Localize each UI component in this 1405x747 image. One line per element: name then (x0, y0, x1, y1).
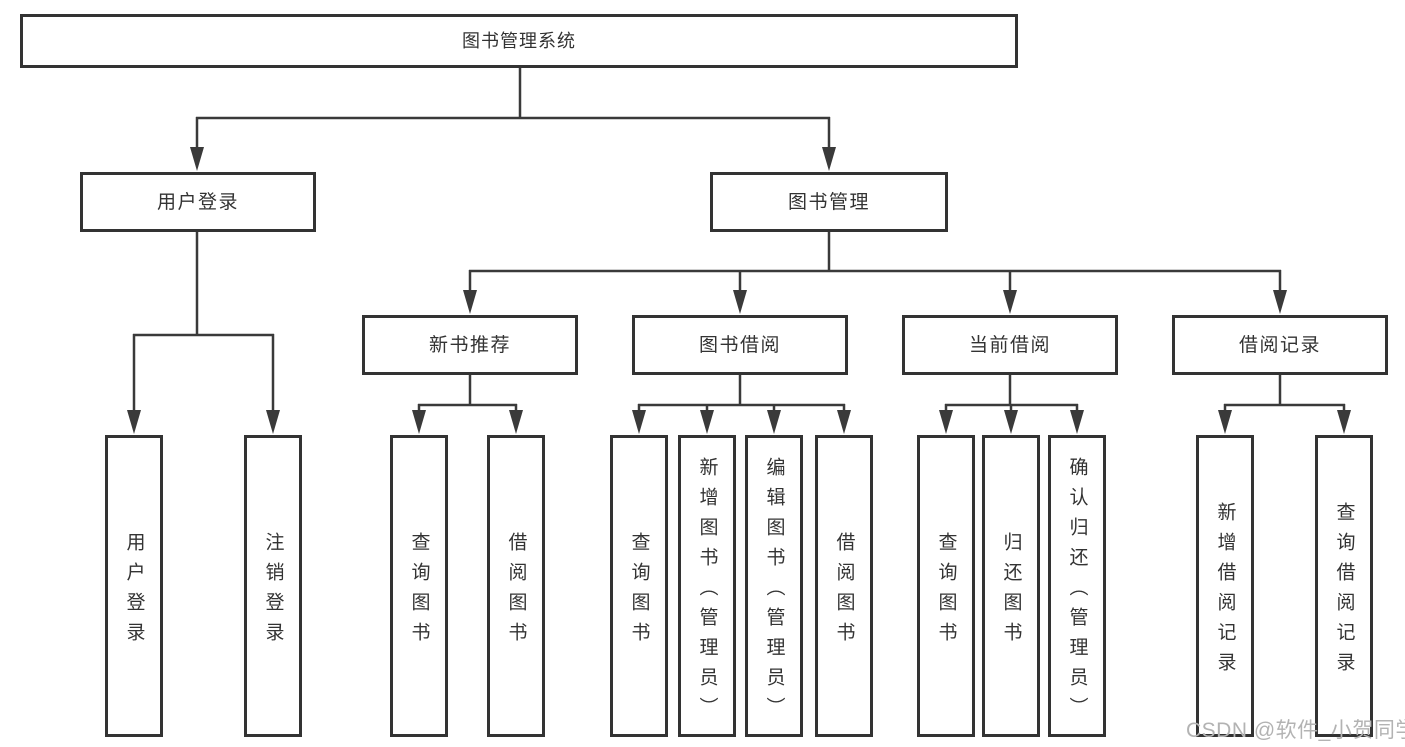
leaf-confirm-return-admin: 确认归还（管理员） (1048, 435, 1106, 737)
arrowhead-icon (190, 147, 204, 171)
leaf-borrow-books-newbooks: 借阅图书 (487, 435, 545, 737)
leaf-borrow-books-borrowing: 借阅图书 (815, 435, 873, 737)
arrowhead-icon (939, 410, 953, 434)
node-label: 归还图书 (1000, 531, 1022, 652)
arrowhead-icon (1218, 410, 1232, 434)
arrowhead-icon (1070, 410, 1084, 434)
arrowhead-icon (767, 410, 781, 434)
arrowhead-icon (463, 290, 477, 314)
connector-root-to-level2 (190, 66, 836, 171)
node-label: 查询图书 (628, 531, 650, 652)
leaf-return-book: 归还图书 (982, 435, 1040, 737)
connector-current-borrowing-to-leaves (939, 375, 1084, 434)
node-label: 注销登录 (262, 531, 284, 652)
node-label: 查询借阅记录 (1333, 501, 1355, 682)
leaf-add-book-admin: 新增图书（管理员） (678, 435, 736, 737)
leaf-query-books-current: 查询图书 (917, 435, 975, 737)
arrowhead-icon (1004, 410, 1018, 434)
node-new-book-recommendation: 新书推荐 (362, 315, 578, 375)
arrowhead-icon (412, 410, 426, 434)
node-label: 查询图书 (935, 531, 957, 652)
node-current-borrowing: 当前借阅 (902, 315, 1118, 375)
connector-user-login-to-leaves (127, 232, 280, 434)
node-label: 用户登录 (123, 531, 145, 652)
leaf-user-login: 用户登录 (105, 435, 163, 737)
csdn-watermark: CSDN @软件_小贺同学 (1186, 719, 1405, 742)
connector-book-borrowing-to-leaves (632, 375, 851, 434)
node-label: 编辑图书（管理员） (763, 456, 785, 727)
node-label: 用户登录 (156, 191, 239, 213)
node-label: 图书管理系统 (462, 31, 576, 51)
arrowhead-icon (837, 410, 851, 434)
connector-book-management-to-level3 (463, 232, 1287, 314)
node-label: 借阅记录 (1238, 334, 1321, 356)
node-label: 借阅图书 (833, 531, 855, 652)
leaf-logout: 注销登录 (244, 435, 302, 737)
arrowhead-icon (509, 410, 523, 434)
leaf-add-borrow-record: 新增借阅记录 (1196, 435, 1254, 737)
arrowhead-icon (127, 410, 141, 434)
node-label: 图书借阅 (698, 334, 781, 356)
leaf-query-borrow-record: 查询借阅记录 (1315, 435, 1373, 737)
leaf-query-books-newbooks: 查询图书 (390, 435, 448, 737)
leaf-query-books-borrowing: 查询图书 (610, 435, 668, 737)
node-book-borrowing: 图书借阅 (632, 315, 848, 375)
node-label: 借阅图书 (505, 531, 527, 652)
arrowhead-icon (700, 410, 714, 434)
node-label: 新增借阅记录 (1214, 501, 1236, 682)
node-label: 确认归还（管理员） (1066, 456, 1088, 727)
connector-borrowing-records-to-leaves (1218, 375, 1351, 434)
arrowhead-icon (822, 147, 836, 171)
node-borrowing-records: 借阅记录 (1172, 315, 1388, 375)
arrowhead-icon (266, 410, 280, 434)
node-label: 图书管理 (787, 191, 870, 213)
node-user-login: 用户登录 (80, 172, 316, 232)
node-library-management-system: 图书管理系统 (20, 14, 1018, 68)
connector-new-books-to-leaves (412, 375, 523, 434)
arrowhead-icon (1337, 410, 1351, 434)
node-book-management: 图书管理 (710, 172, 948, 232)
arrowhead-icon (1003, 290, 1017, 314)
arrowhead-icon (733, 290, 747, 314)
node-label: 查询图书 (408, 531, 430, 652)
node-label: 新增图书（管理员） (696, 456, 718, 727)
arrowhead-icon (632, 410, 646, 434)
leaf-edit-book-admin: 编辑图书（管理员） (745, 435, 803, 737)
node-label: 当前借阅 (968, 334, 1051, 356)
node-label: 新书推荐 (428, 334, 511, 356)
arrowhead-icon (1273, 290, 1287, 314)
